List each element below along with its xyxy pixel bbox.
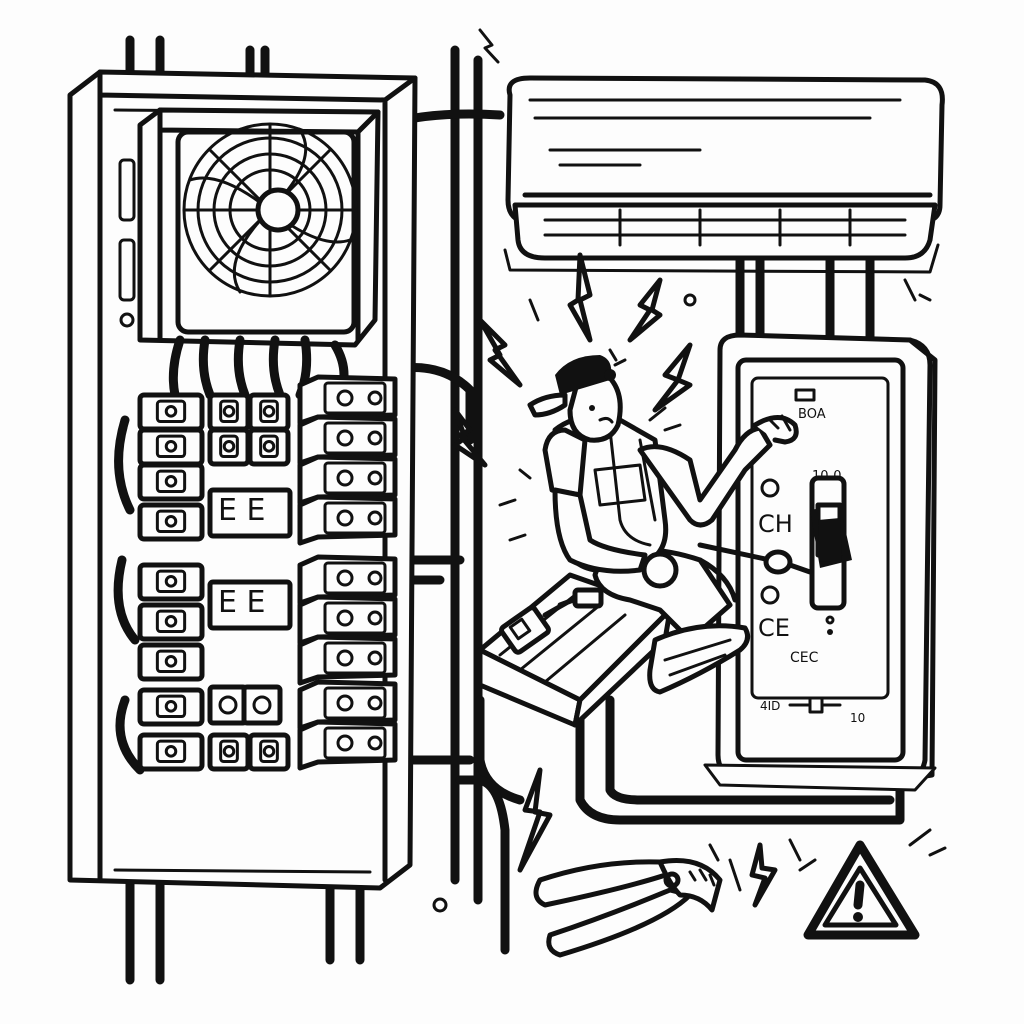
condenser-fan-unit (137, 107, 381, 348)
electric-sparks (432, 28, 947, 913)
breaker-module (207, 427, 251, 467)
lightning-bolt-icon (627, 277, 663, 343)
breaker-module (137, 392, 205, 432)
wooden-plank (477, 572, 673, 728)
switch-code-left: 4ID (760, 699, 780, 713)
switch-label-cec: CEC (790, 650, 819, 666)
lightning-bolt-icon (567, 252, 593, 343)
indoor-ac-unit (503, 75, 945, 274)
conduit-pipes (125, 35, 905, 985)
breaker-module (137, 732, 205, 772)
breaker-knob (241, 684, 283, 726)
screwdriver-icon (697, 542, 813, 575)
breaker-module (297, 494, 398, 546)
breaker-label: E E (218, 493, 265, 528)
breaker-module (137, 687, 205, 727)
breaker-module (137, 602, 205, 642)
breaker-module (297, 594, 398, 646)
warning-triangle-icon (803, 840, 920, 940)
breaker-module (297, 679, 398, 731)
pliers-icon (533, 857, 723, 958)
breaker-module (297, 719, 398, 771)
wire-connector-icon (499, 587, 604, 655)
breaker-module (137, 462, 205, 502)
breaker-module (137, 427, 205, 467)
lightning-bolt-icon (749, 842, 778, 908)
lightning-bolt-icon (477, 317, 523, 388)
breaker-label: E E (218, 585, 265, 620)
breaker-module (297, 634, 398, 686)
breaker-knob (207, 684, 249, 726)
disconnect-switch-box: BOA 10-0 CH CE CEC 4ID 10 (703, 332, 938, 792)
breaker-module (137, 502, 205, 542)
switch-label-ce: CE (758, 614, 790, 642)
breaker-module (137, 642, 205, 682)
breaker-module (137, 562, 205, 602)
breaker-module (247, 392, 291, 432)
cap-icon (527, 355, 616, 418)
lightning-bolt-icon (517, 767, 553, 873)
disconnect-lever-handle[interactable] (809, 475, 852, 611)
switch-label-ch: CH (758, 510, 793, 538)
breaker-module (207, 392, 251, 432)
breaker-panel: E E E E (137, 374, 398, 772)
breaker-module (207, 732, 251, 772)
shocked-technician (527, 355, 813, 695)
switch-top-label: BOA (798, 407, 826, 422)
wire-bundle (113, 335, 349, 775)
fan-grille-icon (182, 122, 358, 298)
lightning-bolt-icon (652, 342, 693, 413)
switch-code-right: 10 (850, 711, 865, 725)
breaker-module (247, 427, 291, 467)
lightning-bolt-icon (452, 407, 488, 468)
breaker-module (247, 732, 291, 772)
